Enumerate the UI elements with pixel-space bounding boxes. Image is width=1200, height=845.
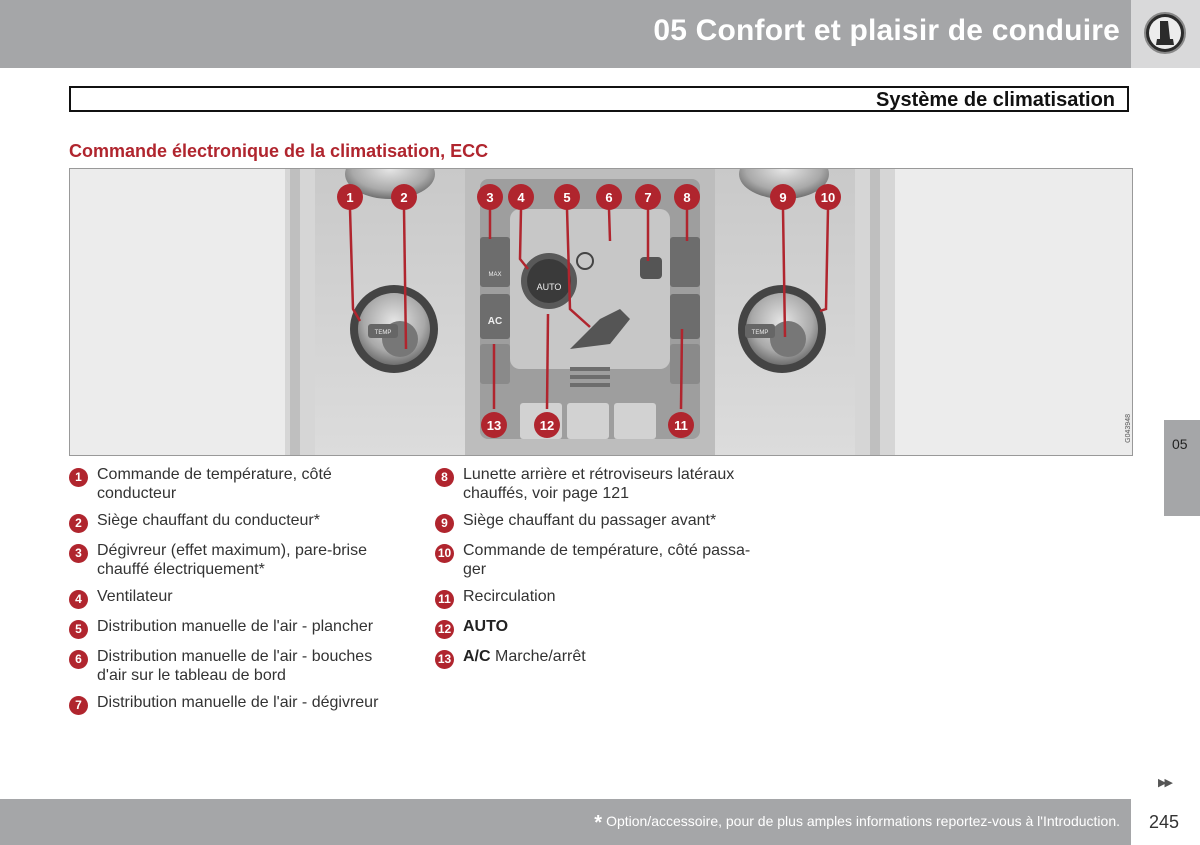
- section-title: Système de climatisation: [876, 89, 1115, 111]
- callout-12: [534, 412, 560, 438]
- callout-10-label: 10: [821, 190, 835, 205]
- legend-item: 1 Commande de température, côté conducte…: [69, 465, 399, 503]
- chapter-title: 05 Confort et plaisir de conduire: [653, 14, 1120, 47]
- legend-text: Distribution manuelle de l'air - dégivre…: [97, 694, 379, 711]
- subsection-title: Commande électronique de la climatisatio…: [69, 141, 489, 161]
- figure-code: G043948: [1125, 414, 1132, 443]
- footnote: *Option/accessoire, pour de plus amples …: [594, 812, 1120, 835]
- next-page-arrows-icon: ▶▶: [1158, 777, 1173, 789]
- legend-text: Siège chauffant du conducteur*: [97, 512, 320, 529]
- legend-number-badge: 8: [435, 468, 454, 487]
- callout-4: [508, 184, 534, 210]
- legend-number-badge: 10: [435, 544, 454, 563]
- callout-9: [770, 184, 796, 210]
- callout-2: [391, 184, 417, 210]
- callout-5: [554, 184, 580, 210]
- legend-item: 10 Commande de température, côté passa-g…: [435, 541, 765, 579]
- legend-item: 7 Distribution manuelle de l'air - dégiv…: [69, 693, 399, 715]
- callout-3: [477, 184, 503, 210]
- legend-text: Dégivreur (effet maximum), pare-brise ch…: [97, 542, 368, 578]
- page-number-box: [1131, 799, 1200, 845]
- legend-text: A/C Marche/arrêt: [463, 647, 586, 666]
- legend-text: Distribution manuelle de l'air - bouches…: [97, 648, 373, 684]
- callout-lines: [348, 208, 830, 410]
- legend-number-badge: 13: [435, 650, 454, 669]
- callout-1-label: 1: [346, 190, 353, 205]
- auto-label: AUTO: [537, 282, 562, 292]
- footer-bar: [0, 799, 1131, 845]
- legend-number-badge: 9: [435, 514, 454, 533]
- chapter-icon-box: [1131, 0, 1200, 68]
- callout-7-label: 7: [644, 190, 651, 205]
- legend-item: 6 Distribution manuelle de l'air - bouch…: [69, 647, 399, 685]
- legend-item: 12 AUTO: [435, 617, 765, 639]
- section-box: Système de climatisation: [69, 86, 1129, 112]
- callout-4-label: 4: [517, 190, 525, 205]
- legend-number-badge: 5: [69, 620, 88, 639]
- legend-text: Lunette arrière et rétroviseurs latéraux…: [463, 466, 735, 502]
- legend-item: 9 Siège chauffant du passager avant*: [435, 511, 765, 533]
- callout-1: [337, 184, 363, 210]
- legend-text: Commande de température, côté conducteur: [97, 466, 332, 502]
- callout-5-label: 5: [563, 190, 570, 205]
- chapter-side-tab: [1164, 420, 1200, 516]
- legend-number-badge: 6: [69, 650, 88, 669]
- legend-text-suffix: Marche/arrêt: [490, 648, 586, 665]
- callout-9-label: 9: [779, 190, 786, 205]
- temp-left-label: TEMP: [375, 330, 392, 336]
- legend-item: 8 Lunette arrière et rétroviseurs latéra…: [435, 465, 765, 503]
- legend-text: Ventilateur: [97, 588, 173, 605]
- legend-bold-text: A/C: [463, 648, 491, 665]
- legend-text: Distribution manuelle de l'air - planche…: [97, 618, 374, 635]
- callout-11-label: 11: [674, 418, 688, 433]
- legend-item: 4 Ventilateur: [69, 587, 399, 609]
- page-number: 245: [1149, 812, 1180, 832]
- legend-number-badge: 12: [435, 620, 454, 639]
- callout-13-label: 13: [487, 418, 501, 433]
- callout-badges: [337, 184, 841, 438]
- callout-2-label: 2: [400, 190, 407, 205]
- footnote-text: Option/accessoire, pour de plus amples i…: [606, 813, 1120, 829]
- header-bar: [0, 0, 1131, 68]
- climate-panel-illustration: MAX AC AUTO TEMP TEMP: [70, 169, 1132, 455]
- callout-12-label: 12: [540, 418, 554, 433]
- callout-8: [674, 184, 700, 210]
- callout-6: [596, 184, 622, 210]
- callout-3-label: 3: [486, 190, 493, 205]
- callout-6-label: 6: [605, 190, 612, 205]
- legend-number-badge: 11: [435, 590, 454, 609]
- legend-bold-text: AUTO: [463, 618, 509, 635]
- legend-left: 1 Commande de température, côté conducte…: [69, 465, 399, 723]
- climate-control-figure: MAX AC AUTO TEMP TEMP: [69, 168, 1133, 456]
- legend-number-badge: 2: [69, 514, 88, 533]
- callout-10: [815, 184, 841, 210]
- callout-8-label: 8: [683, 190, 690, 205]
- legend-item: 3 Dégivreur (effet maximum), pare-brise …: [69, 541, 399, 579]
- callout-13: [481, 412, 507, 438]
- legend-number-badge: 3: [69, 544, 88, 563]
- legend-number-badge: 7: [69, 696, 88, 715]
- legend-text: Commande de température, côté passa-ger: [463, 542, 751, 578]
- legend-item: 13 A/C Marche/arrêt: [435, 647, 765, 669]
- legend-item: 2 Siège chauffant du conducteur*: [69, 511, 399, 533]
- footnote-star: *: [594, 812, 603, 834]
- legend-number-badge: 1: [69, 468, 88, 487]
- legend-text: AUTO: [463, 617, 508, 636]
- callout-7: [635, 184, 661, 210]
- seat-icon: [1144, 12, 1186, 54]
- ac-label: AC: [488, 316, 502, 327]
- legend-text: Siège chauffant du passager avant*: [463, 512, 717, 529]
- legend-number-badge: 4: [69, 590, 88, 609]
- legend-right: 8 Lunette arrière et rétroviseurs latéra…: [435, 465, 765, 677]
- legend-item: 11 Recirculation: [435, 587, 765, 609]
- max-label: MAX: [488, 272, 501, 278]
- callout-11: [668, 412, 694, 438]
- legend-text: Recirculation: [463, 588, 556, 605]
- chapter-side-tab-label: 05: [1172, 436, 1188, 452]
- legend-item: 5 Distribution manuelle de l'air - planc…: [69, 617, 399, 639]
- temp-right-label: TEMP: [752, 330, 769, 336]
